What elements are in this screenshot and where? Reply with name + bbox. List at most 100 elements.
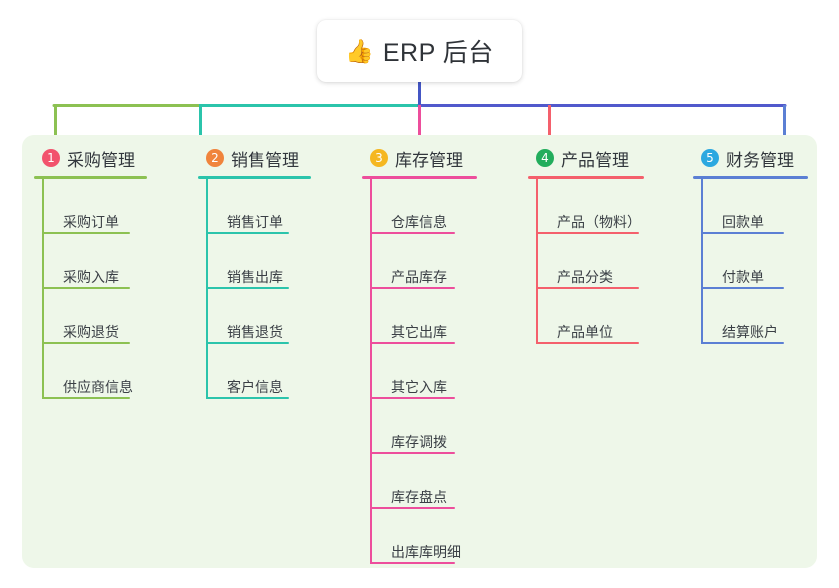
- column-underline: [528, 176, 644, 179]
- leaf-node[interactable]: 产品单位: [536, 289, 644, 344]
- leaf-node[interactable]: 销售出库: [206, 234, 311, 289]
- leaf-node-underline: [701, 342, 784, 344]
- leaf-node[interactable]: 仓库信息: [370, 179, 477, 234]
- leaf-node-underline: [536, 342, 639, 344]
- leaf-node-label: 产品（物料）: [557, 214, 641, 230]
- leaf-node-underline: [206, 287, 289, 289]
- leaf-node-underline: [370, 342, 455, 344]
- column-spine: [536, 179, 538, 344]
- leaf-node-underline: [370, 232, 455, 234]
- leaf-node-underline: [536, 287, 639, 289]
- leaf-node-underline: [370, 287, 455, 289]
- leaf-node-label: 付款单: [722, 269, 764, 285]
- thumbs-up-icon: 👍: [345, 37, 374, 64]
- leaf-node-label: 其它入库: [391, 379, 447, 395]
- leaf-node-underline: [701, 232, 784, 234]
- column-title: 采购管理: [67, 150, 135, 170]
- leaf-node-underline: [701, 287, 784, 289]
- column-销售管理: 2 销售管理销售订单销售出库销售退货客户信息: [198, 146, 311, 399]
- column-header[interactable]: 5 财务管理: [693, 146, 808, 170]
- column-库存管理: 3 库存管理仓库信息产品库存其它出库其它入库库存调拨库存盘点出库库明细: [362, 146, 477, 564]
- leaf-node[interactable]: 结算账户: [701, 289, 808, 344]
- leaf-node[interactable]: 产品库存: [370, 234, 477, 289]
- leaf-node[interactable]: 采购退货: [42, 289, 147, 344]
- column-underline: [34, 176, 147, 179]
- column-index-badge: 2: [206, 149, 224, 167]
- column-item-list: 采购订单采购入库采购退货供应商信息: [42, 179, 147, 399]
- leaf-node-underline: [370, 452, 455, 454]
- leaf-node[interactable]: 出库库明细: [370, 509, 477, 564]
- leaf-node-label: 销售出库: [227, 269, 283, 285]
- leaf-node-underline: [206, 397, 289, 399]
- leaf-node-underline: [42, 232, 130, 234]
- column-item-list: 产品（物料） 产品分类产品单位: [536, 179, 644, 344]
- leaf-node-underline: [370, 397, 455, 399]
- leaf-node[interactable]: 其它出库: [370, 289, 477, 344]
- leaf-node[interactable]: 产品（物料）: [536, 179, 644, 234]
- column-index-badge: 4: [536, 149, 554, 167]
- column-underline: [693, 176, 808, 179]
- leaf-node-underline: [42, 342, 130, 344]
- leaf-node-label: 产品单位: [557, 324, 613, 340]
- leaf-node-label: 仓库信息: [391, 214, 447, 230]
- leaf-node[interactable]: 产品分类: [536, 234, 644, 289]
- column-title: 财务管理: [726, 150, 794, 170]
- leaf-node-label: 销售订单: [227, 214, 283, 230]
- leaf-node-label: 采购订单: [63, 214, 119, 230]
- leaf-node-underline: [42, 287, 130, 289]
- column-title: 产品管理: [561, 150, 629, 170]
- column-产品管理: 4 产品管理产品（物料） 产品分类产品单位: [528, 146, 644, 344]
- leaf-node-label: 采购退货: [63, 324, 119, 340]
- leaf-node[interactable]: 库存调拨: [370, 399, 477, 454]
- leaf-node[interactable]: 采购订单: [42, 179, 147, 234]
- column-header[interactable]: 3 库存管理: [362, 146, 477, 170]
- column-title: 库存管理: [395, 150, 463, 170]
- column-item-list: 回款单付款单结算账户: [701, 179, 808, 344]
- root-node-card[interactable]: 👍 ERP 后台: [317, 20, 522, 82]
- column-header[interactable]: 2 销售管理: [198, 146, 311, 170]
- column-underline: [198, 176, 311, 179]
- leaf-node[interactable]: 客户信息: [206, 344, 311, 399]
- leaf-node-label: 客户信息: [227, 379, 283, 395]
- leaf-node-label: 库存盘点: [391, 489, 447, 505]
- root-title: ERP 后台: [382, 39, 494, 67]
- leaf-node[interactable]: 回款单: [701, 179, 808, 234]
- column-header[interactable]: 1 采购管理: [34, 146, 147, 170]
- column-title: 销售管理: [231, 150, 299, 170]
- leaf-node-label: 出库库明细: [391, 544, 461, 560]
- column-采购管理: 1 采购管理采购订单采购入库采购退货供应商信息: [34, 146, 147, 399]
- leaf-node-label: 产品库存: [391, 269, 447, 285]
- column-index-badge: 5: [701, 149, 719, 167]
- leaf-node-label: 产品分类: [557, 269, 613, 285]
- leaf-node[interactable]: 付款单: [701, 234, 808, 289]
- leaf-node[interactable]: 其它入库: [370, 344, 477, 399]
- leaf-node-underline: [370, 562, 455, 564]
- column-spine: [42, 179, 44, 399]
- leaf-node-underline: [206, 232, 289, 234]
- leaf-node[interactable]: 采购入库: [42, 234, 147, 289]
- leaf-node-label: 其它出库: [391, 324, 447, 340]
- column-spine: [370, 179, 372, 564]
- leaf-node[interactable]: 销售订单: [206, 179, 311, 234]
- column-index-badge: 3: [370, 149, 388, 167]
- leaf-node[interactable]: 库存盘点: [370, 454, 477, 509]
- leaf-node-underline: [42, 397, 130, 399]
- leaf-node-label: 销售退货: [227, 324, 283, 340]
- leaf-node-label: 采购入库: [63, 269, 119, 285]
- column-header[interactable]: 4 产品管理: [528, 146, 644, 170]
- column-spine: [206, 179, 208, 399]
- leaf-node-underline: [370, 507, 455, 509]
- column-财务管理: 5 财务管理回款单付款单结算账户: [693, 146, 808, 344]
- leaf-node-label: 供应商信息: [63, 379, 133, 395]
- column-item-list: 销售订单销售出库销售退货客户信息: [206, 179, 311, 399]
- leaf-node-underline: [206, 342, 289, 344]
- column-index-badge: 1: [42, 149, 60, 167]
- column-item-list: 仓库信息产品库存其它出库其它入库库存调拨库存盘点出库库明细: [370, 179, 477, 564]
- leaf-node-underline: [536, 232, 639, 234]
- leaf-node[interactable]: 销售退货: [206, 289, 311, 344]
- column-spine: [701, 179, 703, 344]
- leaf-node-label: 库存调拨: [391, 434, 447, 450]
- diagram-panel: [22, 135, 817, 568]
- column-underline: [362, 176, 477, 179]
- leaf-node[interactable]: 供应商信息: [42, 344, 147, 399]
